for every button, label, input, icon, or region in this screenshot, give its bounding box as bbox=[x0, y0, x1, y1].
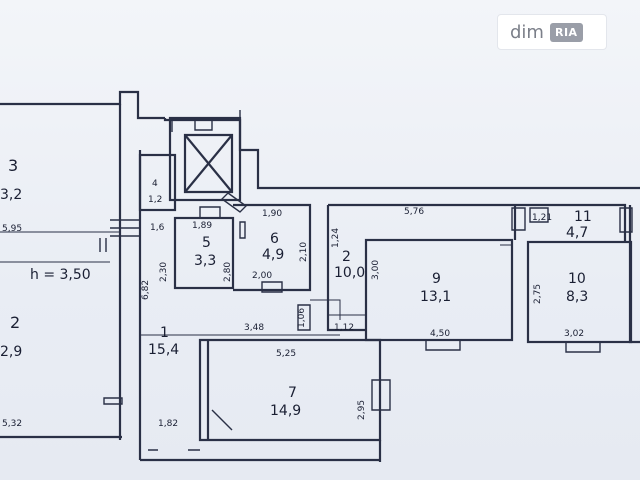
dim-1-82: 1,82 bbox=[158, 419, 179, 429]
dim-2-95: 2,95 bbox=[357, 399, 367, 420]
watermark-text: dim bbox=[510, 21, 544, 43]
room-5-area: 3,3 bbox=[194, 253, 217, 269]
room-2-number: 2 bbox=[10, 313, 21, 332]
room-4-number: 4 bbox=[152, 179, 158, 189]
room-10-area: 8,3 bbox=[566, 289, 589, 305]
dim-3-02: 3,02 bbox=[564, 329, 585, 339]
room-2b-number: 2 bbox=[342, 249, 351, 265]
room-10-number: 10 bbox=[568, 271, 586, 287]
room-3-number: 3 bbox=[8, 156, 19, 175]
room-5-number: 5 bbox=[202, 235, 211, 251]
room-2-area: 2,9 bbox=[0, 344, 23, 360]
dim-5-25: 5,25 bbox=[276, 349, 297, 359]
dim-2-00: 2,00 bbox=[252, 271, 273, 281]
dim-2-80: 2,80 bbox=[223, 261, 233, 282]
dim-1-21: 1,21 bbox=[532, 213, 553, 223]
room-2b-area: 10,0 bbox=[334, 265, 366, 281]
room-2b-walls bbox=[326, 203, 515, 332]
room-11-walls bbox=[513, 203, 627, 242]
wall-top-left bbox=[0, 90, 165, 120]
wall-top-mid bbox=[163, 118, 640, 190]
dim-2-75: 2,75 bbox=[533, 283, 543, 304]
room-9-number: 9 bbox=[432, 271, 441, 287]
room-7-area: 14,9 bbox=[270, 403, 302, 419]
room-11-area: 4,7 bbox=[566, 225, 589, 241]
ceiling-height: h = 3,50 bbox=[30, 267, 91, 283]
dim-5-32: 5,32 bbox=[2, 419, 23, 429]
dim-ria-watermark: dim RIA bbox=[497, 14, 607, 50]
room-6-number: 6 bbox=[270, 231, 279, 247]
dim-6-82: 6,82 bbox=[141, 279, 151, 300]
dim-3-48: 3,48 bbox=[244, 323, 265, 333]
room-1-area: 15,4 bbox=[148, 342, 180, 358]
room-11-number: 11 bbox=[574, 209, 592, 225]
dim-2-30: 2,30 bbox=[159, 261, 169, 282]
dim-3-00: 3,00 bbox=[371, 259, 381, 280]
room-3-area: 3,2 bbox=[0, 187, 23, 203]
room-7-number: 7 bbox=[288, 385, 297, 401]
room-4-walls bbox=[138, 153, 177, 212]
dim-2-10: 2,10 bbox=[299, 241, 309, 262]
dim-1-90: 1,90 bbox=[262, 209, 283, 219]
room-4-area: 1,2 bbox=[148, 195, 163, 205]
watermark-badge: RIA bbox=[549, 22, 583, 42]
room-6-area: 4,9 bbox=[262, 247, 285, 263]
room-6-walls bbox=[233, 203, 312, 292]
dim-5-76: 5,76 bbox=[404, 207, 425, 217]
dim-1-12: 1,12 bbox=[334, 323, 355, 333]
room-1-number: 1 bbox=[160, 325, 169, 341]
stair-box bbox=[168, 116, 242, 202]
dim-1-89: 1,89 bbox=[192, 221, 213, 231]
dim-1-06: 1,06 bbox=[297, 307, 307, 328]
dim-5-95: 5,95 bbox=[2, 224, 23, 234]
stair-cross-2 bbox=[184, 134, 233, 193]
dim-1-6: 1,6 bbox=[150, 223, 165, 233]
room-9-area: 13,1 bbox=[420, 289, 452, 305]
dim-1-24: 1,24 bbox=[331, 227, 341, 248]
dim-4-50: 4,50 bbox=[430, 329, 451, 339]
